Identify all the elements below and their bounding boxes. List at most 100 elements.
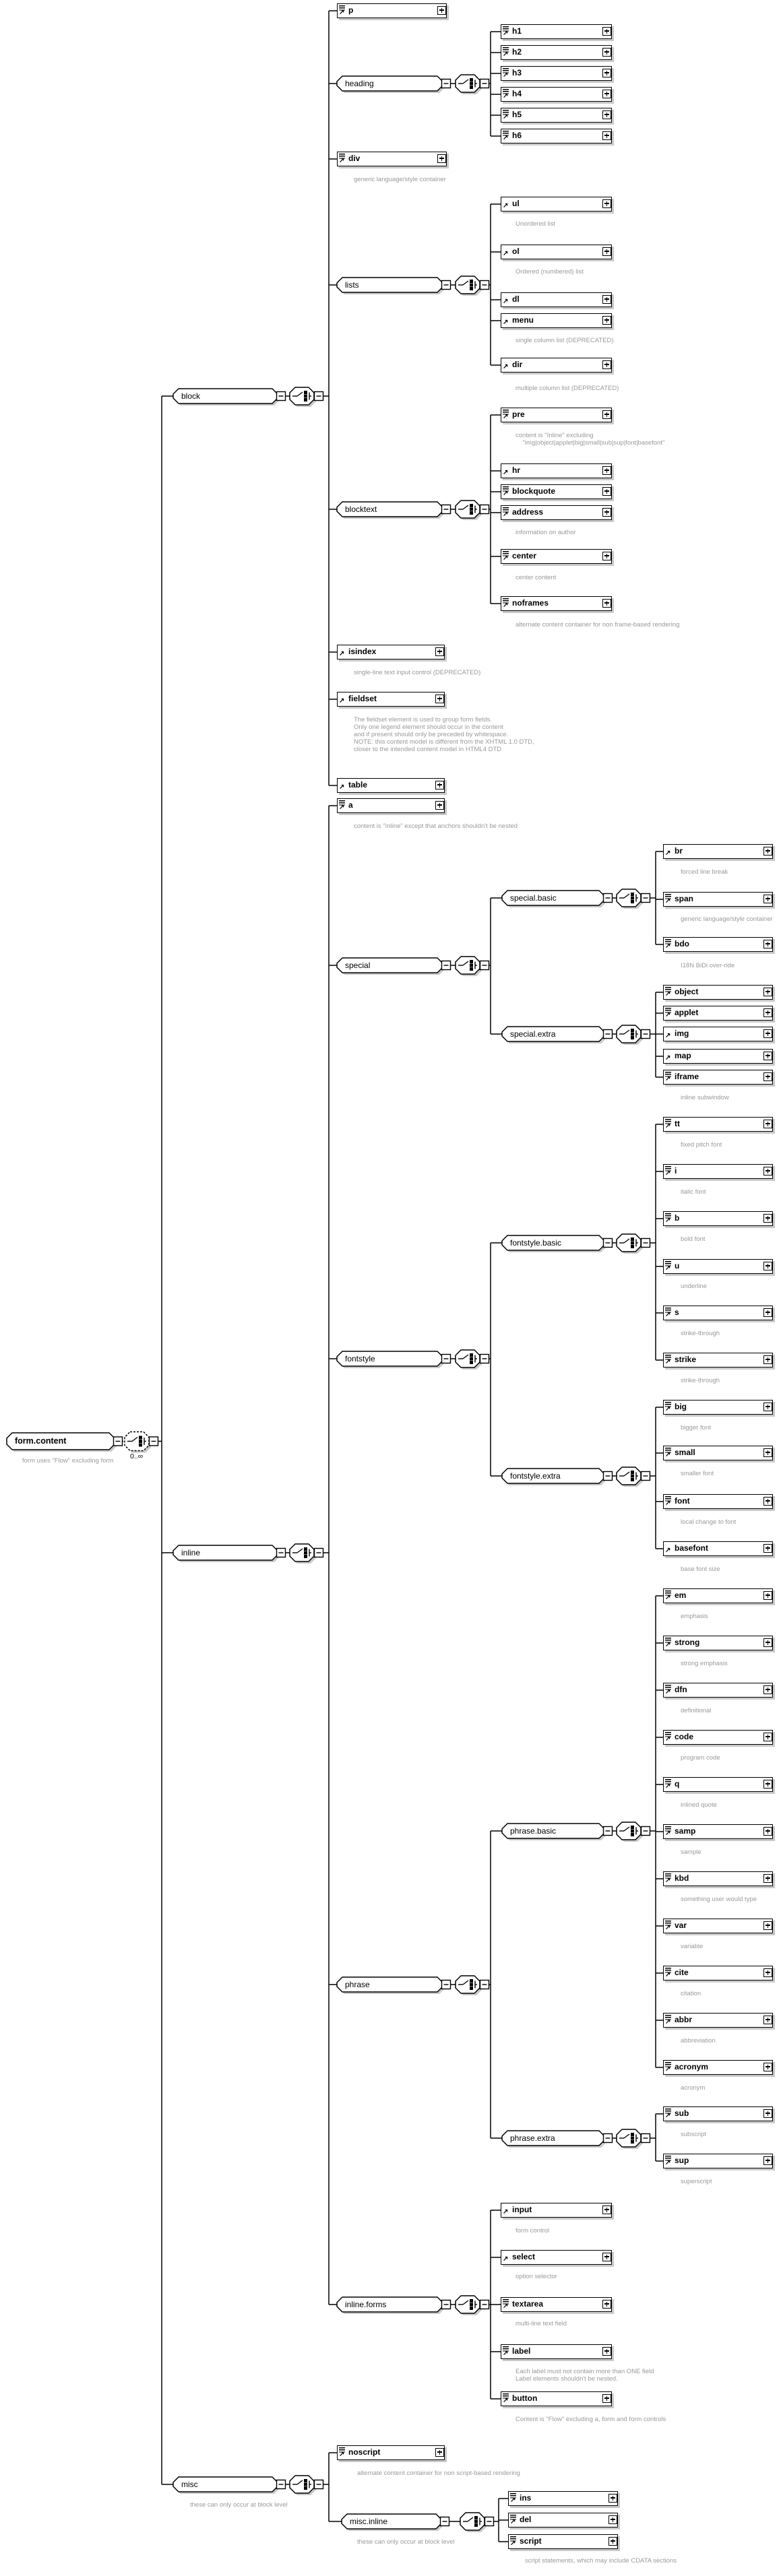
- expand-plus-icon[interactable]: [763, 894, 772, 903]
- element-box-h3[interactable]: ↗h3: [501, 66, 612, 81]
- group-box-special-basic[interactable]: [501, 890, 605, 906]
- expand-plus-icon[interactable]: [763, 939, 772, 948]
- expand-plus-icon[interactable]: [435, 647, 444, 656]
- expand-plus-icon[interactable]: [602, 68, 611, 77]
- group-label-special[interactable]: special: [345, 961, 371, 970]
- element-box-noscript[interactable]: ↗noscript: [337, 2445, 445, 2460]
- element-box-center[interactable]: ↗center: [501, 549, 612, 564]
- expand-plus-icon[interactable]: [763, 1921, 772, 1930]
- expand-plus-icon[interactable]: [763, 1873, 772, 1883]
- group-box-fontstyle-basic[interactable]: [501, 1235, 605, 1251]
- expand-plus-icon[interactable]: [763, 2062, 772, 2071]
- expand-plus-icon[interactable]: [763, 1543, 772, 1553]
- choice-compositor[interactable]: [455, 1349, 480, 1368]
- element-box-fieldset[interactable]: ↗fieldset: [337, 692, 445, 707]
- choice-compositor[interactable]: [616, 1822, 642, 1840]
- element-box-font[interactable]: ↗font: [663, 1494, 773, 1509]
- choice-compositor[interactable]: [455, 74, 480, 93]
- element-box-b[interactable]: ↗b: [663, 1211, 773, 1226]
- expand-plus-icon[interactable]: [602, 315, 611, 325]
- group-box-fontstyle[interactable]: [336, 1351, 443, 1367]
- expand-plus-icon[interactable]: [437, 5, 446, 15]
- group-label-special-basic[interactable]: special.basic: [510, 893, 557, 903]
- element-box-bdo[interactable]: ↗bdo: [663, 937, 773, 952]
- expand-plus-icon[interactable]: [763, 1355, 772, 1364]
- element-box-small[interactable]: ↗small: [663, 1446, 773, 1460]
- element-box-dir[interactable]: ↗dir: [501, 358, 612, 373]
- element-box-del[interactable]: ↗del: [508, 2513, 618, 2527]
- expand-plus-icon[interactable]: [435, 694, 444, 703]
- element-box-acronym[interactable]: ↗acronym: [663, 2060, 773, 2075]
- element-box-map[interactable]: ↗map: [663, 1049, 773, 1064]
- element-box-abbr[interactable]: ↗abbr: [663, 2013, 773, 2028]
- group-box-blocktext[interactable]: [336, 501, 443, 517]
- expand-plus-icon[interactable]: [763, 1072, 772, 1081]
- element-box-em[interactable]: ↗em: [663, 1588, 773, 1603]
- expand-plus-icon[interactable]: [608, 2493, 617, 2503]
- element-box-isindex[interactable]: ↗isindex: [337, 645, 445, 659]
- expand-plus-icon[interactable]: [763, 1685, 772, 1694]
- choice-compositor[interactable]: [460, 2512, 485, 2531]
- element-box-hr[interactable]: ↗hr: [501, 463, 612, 478]
- element-box-ins[interactable]: ↗ins: [508, 2491, 618, 2506]
- element-box-h2[interactable]: ↗h2: [501, 45, 612, 60]
- element-box-h5[interactable]: ↗h5: [501, 108, 612, 123]
- element-box-a[interactable]: ↗a: [337, 798, 445, 813]
- element-box-input[interactable]: ↗input: [501, 2203, 612, 2218]
- group-label-fontstyle-basic[interactable]: fontstyle.basic: [510, 1238, 562, 1248]
- expand-plus-icon[interactable]: [602, 47, 611, 57]
- group-label-blocktext[interactable]: blocktext: [345, 505, 377, 514]
- element-box-sup[interactable]: ↗sup: [663, 2154, 773, 2168]
- expand-plus-icon[interactable]: [763, 1826, 772, 1836]
- choice-compositor[interactable]: [289, 387, 315, 406]
- expand-plus-icon[interactable]: [602, 551, 611, 560]
- choice-compositor[interactable]: [616, 889, 642, 907]
- group-label-form-content[interactable]: form.content: [15, 1436, 67, 1446]
- element-box-dfn[interactable]: ↗dfn: [663, 1683, 773, 1698]
- element-box-strike[interactable]: ↗strike: [663, 1353, 773, 1367]
- expand-plus-icon[interactable]: [602, 486, 611, 496]
- element-box-ul[interactable]: ↗ul: [501, 197, 612, 212]
- expand-plus-icon[interactable]: [763, 2015, 772, 2024]
- element-box-applet[interactable]: ↗applet: [663, 1006, 773, 1021]
- expand-plus-icon[interactable]: [602, 199, 611, 208]
- element-box-h4[interactable]: ↗h4: [501, 87, 612, 102]
- choice-compositor[interactable]: [455, 2295, 480, 2314]
- element-box-address[interactable]: ↗address: [501, 505, 612, 520]
- expand-plus-icon[interactable]: [763, 1448, 772, 1457]
- expand-plus-icon[interactable]: [763, 1008, 772, 1017]
- choice-compositor[interactable]: [455, 956, 480, 975]
- expand-plus-icon[interactable]: [763, 1051, 772, 1060]
- expand-plus-icon[interactable]: [602, 598, 611, 608]
- element-box-blockquote[interactable]: ↗blockquote: [501, 484, 612, 499]
- expand-plus-icon[interactable]: [602, 465, 611, 475]
- element-box-q[interactable]: ↗q: [663, 1777, 773, 1792]
- expand-plus-icon[interactable]: [763, 846, 772, 856]
- group-label-misc[interactable]: misc: [181, 2480, 198, 2489]
- element-box-object[interactable]: ↗object: [663, 985, 773, 1000]
- expand-plus-icon[interactable]: [763, 987, 772, 996]
- element-box-noframes[interactable]: ↗noframes: [501, 596, 612, 611]
- group-box-block[interactable]: [173, 388, 278, 404]
- expand-plus-icon[interactable]: [763, 1968, 772, 1977]
- expand-plus-icon[interactable]: [763, 2108, 772, 2118]
- expand-plus-icon[interactable]: [435, 2447, 444, 2457]
- expand-plus-icon[interactable]: [763, 1261, 772, 1270]
- expand-plus-icon[interactable]: [602, 89, 611, 98]
- choice-compositor[interactable]: [455, 1975, 480, 1994]
- expand-plus-icon[interactable]: [435, 780, 444, 790]
- expand-plus-icon[interactable]: [602, 2346, 611, 2356]
- element-box-span[interactable]: ↗span: [663, 892, 773, 907]
- group-label-inline-forms[interactable]: inline.forms: [345, 2300, 387, 2309]
- group-box-special-extra[interactable]: [501, 1026, 605, 1042]
- group-box-inline-forms[interactable]: [336, 2296, 443, 2313]
- choice-compositor[interactable]: [616, 1467, 642, 1485]
- expand-plus-icon[interactable]: [602, 294, 611, 304]
- group-box-heading[interactable]: [336, 75, 443, 92]
- element-box-pre[interactable]: ↗pre: [501, 408, 612, 422]
- element-box-code[interactable]: ↗code: [663, 1730, 773, 1745]
- group-label-phrase-extra[interactable]: phrase.extra: [510, 2133, 555, 2143]
- group-label-misc-inline[interactable]: misc.inline: [350, 2517, 388, 2526]
- element-box-iframe[interactable]: ↗iframe: [663, 1070, 773, 1085]
- group-box-inline[interactable]: [173, 1545, 278, 1561]
